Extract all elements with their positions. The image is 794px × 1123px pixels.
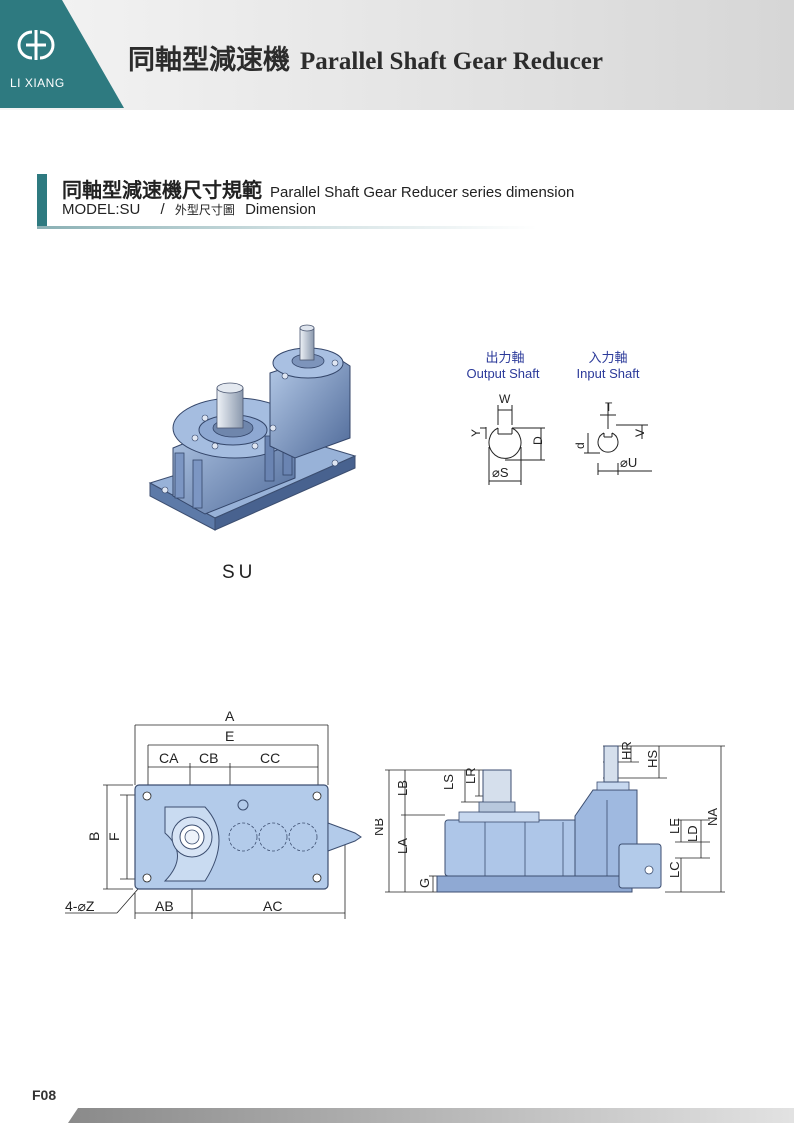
product-model-label: SU (222, 562, 257, 583)
dim-hs: HS (645, 750, 660, 768)
output-dim-w: W (499, 392, 511, 406)
dim-cc: CC (260, 750, 280, 766)
dimension-label-en: Dimension (245, 201, 316, 218)
model-label: MODEL:SU (62, 201, 141, 218)
dim-ls: LS (441, 774, 456, 790)
output-dim-s: S (500, 465, 509, 480)
output-shaft-section (480, 405, 545, 485)
section-title-en: Parallel Shaft Gear Reducer series dimen… (270, 184, 575, 201)
dim-ca: CA (159, 750, 179, 766)
dim-nb: NB (375, 818, 386, 836)
top-view-drawing: A E CA CB CC B F 4-⌀Z AB AC (65, 708, 362, 919)
footer-bar (68, 1108, 794, 1123)
logo-tile (0, 0, 124, 108)
dim-4-z: 4-⌀Z (65, 898, 95, 914)
output-dim-d: D (531, 436, 545, 445)
output-shaft-label-zh: 出力軸 (485, 350, 524, 365)
dim-la: LA (395, 838, 410, 854)
dim-z: Z (86, 898, 95, 914)
input-dim-u: U (628, 455, 637, 470)
dim-g: G (417, 878, 432, 888)
dim-lc: LC (667, 861, 682, 878)
dim-na: NA (705, 808, 720, 826)
input-dim-v: V (633, 429, 647, 437)
dim-a: A (225, 708, 235, 724)
page-title-zh: 同軸型減速機 (128, 45, 290, 75)
dim-b: B (86, 832, 102, 841)
dim-holes: 4- (65, 898, 78, 914)
separator: / (160, 201, 165, 218)
section-underline (37, 226, 537, 229)
company-logo-icon (17, 30, 55, 60)
dim-le: LE (667, 818, 682, 834)
dim-lr: LR (463, 767, 478, 784)
input-shaft-label-en: Input Shaft (577, 366, 640, 381)
page-title-en: Parallel Shaft Gear Reducer (300, 48, 603, 75)
page-code: F08 (32, 1087, 57, 1103)
gear-reducer-3d-image (148, 324, 357, 531)
input-dim-t: T (605, 400, 613, 414)
dimension-label-zh: 外型尺寸圖 (174, 203, 235, 217)
section-accent-bar (37, 174, 47, 226)
header-band (0, 0, 794, 110)
input-shaft-section (584, 403, 652, 475)
logo-text: LI XIANG (10, 76, 65, 90)
dim-f: F (106, 832, 122, 841)
output-dim-dia-s: ⌀S (492, 465, 509, 480)
dim-ac: AC (263, 898, 282, 914)
dim-e: E (225, 728, 234, 744)
input-shaft-label-zh: 入力軸 (588, 350, 627, 365)
input-dim-dia-u: ⌀U (620, 455, 637, 470)
input-dim-d: d (573, 442, 587, 449)
section-subtitle: MODEL:SU / 外型尺寸圖 Dimension (62, 201, 316, 218)
output-dim-y: Y (469, 429, 483, 437)
dim-lb: LB (395, 780, 410, 796)
dim-ld: LD (685, 825, 700, 842)
section-title-zh: 同軸型減速機尺寸規範 (62, 180, 262, 202)
section-title: 同軸型減速機尺寸規範 Parallel Shaft Gear Reducer se… (62, 174, 574, 203)
dim-hr: HR (619, 741, 634, 760)
shaft-detail-diagram: 出力軸 Output Shaft 入力軸 Input Shaft W Y D ⌀… (467, 350, 652, 485)
output-shaft-label-en: Output Shaft (467, 366, 540, 381)
dim-ab: AB (155, 898, 174, 914)
page-title: 同軸型減速機 Parallel Shaft Gear Reducer (128, 38, 603, 77)
dim-cb: CB (199, 750, 218, 766)
side-view-drawing: NB LB LA LS LR G HR HS NA LE LD LC (375, 741, 725, 893)
